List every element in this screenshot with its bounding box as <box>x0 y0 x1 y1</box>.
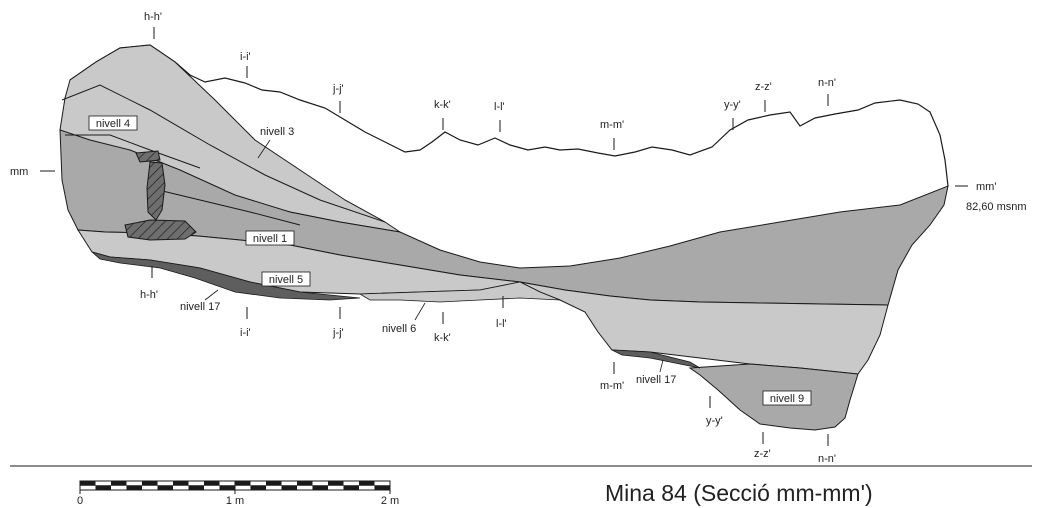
top-marker-label: y-y' <box>724 99 741 111</box>
label-nivell-1: nivell 1 <box>253 233 287 245</box>
scale-bar-segment <box>95 485 111 490</box>
bottom-marker-label: j-j' <box>332 327 344 339</box>
label-nivell-5: nivell 5 <box>269 274 303 286</box>
figure-title: Mina 84 (Secció mm-mm') <box>605 480 873 506</box>
label-nivell-3: nivell 3 <box>260 126 294 138</box>
bottom-marker-label: i-i' <box>240 327 251 339</box>
top-marker-label: n-n' <box>818 77 836 89</box>
top-marker-label: j-j' <box>332 83 344 95</box>
scale-bar-segment <box>157 485 173 490</box>
top-marker-label: m-m' <box>600 119 624 131</box>
top-marker-label: h-h' <box>144 11 162 23</box>
scale-bar-segments <box>80 481 390 490</box>
scale-label-1m: 1 m <box>226 495 244 507</box>
label-nivell-6: nivell 6 <box>382 323 416 335</box>
label-box-nivell-1 <box>245 230 295 246</box>
scale-bar-segment <box>80 481 96 486</box>
bottom-marker-label: k-k' <box>434 332 451 344</box>
label-nivell-17-right: nivell 17 <box>636 374 676 386</box>
scale-bar-segment <box>126 485 142 490</box>
scale-bar-segment <box>359 481 375 486</box>
scale-bar-segment <box>173 481 189 486</box>
label-nivell-4: nivell 4 <box>96 118 130 130</box>
scale-bar-segment <box>235 481 251 486</box>
boundary-line-1 <box>61 84 386 223</box>
datum-label-right: mm' <box>976 181 996 193</box>
bottom-marker-label: m-m' <box>600 380 624 392</box>
top-marker-label: k-k' <box>434 99 451 111</box>
scale-bar-segment <box>204 481 220 486</box>
scale-bar-segment <box>250 485 266 490</box>
scale-bar-segment <box>328 481 344 486</box>
top-marker-label: i-i' <box>240 51 251 63</box>
scale-bar-segment <box>188 485 204 490</box>
bottom-markers: h-h' i-i' j-j' k-k' l-l' m-m' y-y' z-z' … <box>140 266 836 465</box>
label-box-nivell-4 <box>88 115 138 131</box>
stone-2 <box>146 161 166 221</box>
scale-bar-segment <box>219 485 235 490</box>
scale-bar: 0 1 m 2 m <box>77 480 399 507</box>
scale-label-0: 0 <box>77 495 83 507</box>
scale-bar-segment <box>281 485 297 490</box>
layer-nivell-6 <box>358 281 561 303</box>
scale-bar-segment <box>266 481 282 486</box>
datum-label-left: mm <box>10 166 28 178</box>
label-box-nivell-9 <box>762 390 812 406</box>
scale-bar-segment <box>297 481 313 486</box>
stone-3 <box>124 219 197 241</box>
leader-nivell-17-right <box>659 359 664 373</box>
label-nivell-17-left: nivell 17 <box>180 301 220 313</box>
bottom-marker-label: n-n' <box>818 453 836 465</box>
leader-nivell-6 <box>414 302 426 321</box>
scale-bar-segment <box>374 485 390 490</box>
label-box-nivell-5 <box>261 271 311 287</box>
cavity-outline <box>69 44 949 187</box>
datum-elevation: 82,60 msnm <box>966 201 1027 213</box>
boundary-line-2 <box>65 134 201 169</box>
stone-1 <box>135 150 161 163</box>
top-marker-label: l-l' <box>494 101 505 113</box>
scale-label-2m: 2 m <box>381 495 399 507</box>
bottom-marker-label: l-l' <box>496 318 507 330</box>
layer-nivell-17-left <box>91 251 361 301</box>
scale-bar-segment <box>111 481 127 486</box>
boundary-line-3 <box>149 187 301 226</box>
scale-bar-segment <box>312 485 328 490</box>
bottom-marker-label: z-z' <box>754 448 771 460</box>
top-marker-label: z-z' <box>755 81 772 93</box>
top-markers: h-h' i-i' j-j' k-k' l-l' m-m' y-y' z-z' … <box>144 11 836 150</box>
bottom-marker-label: h-h' <box>140 289 158 301</box>
scale-bar-segment <box>142 481 158 486</box>
label-nivell-9: nivell 9 <box>770 393 804 405</box>
bottom-marker-label: y-y' <box>706 415 723 427</box>
leader-nivell-3 <box>257 139 271 159</box>
layer-nivell-17-right <box>611 349 701 369</box>
scale-bar-segment <box>343 485 359 490</box>
leader-nivell-17-left <box>204 289 219 301</box>
